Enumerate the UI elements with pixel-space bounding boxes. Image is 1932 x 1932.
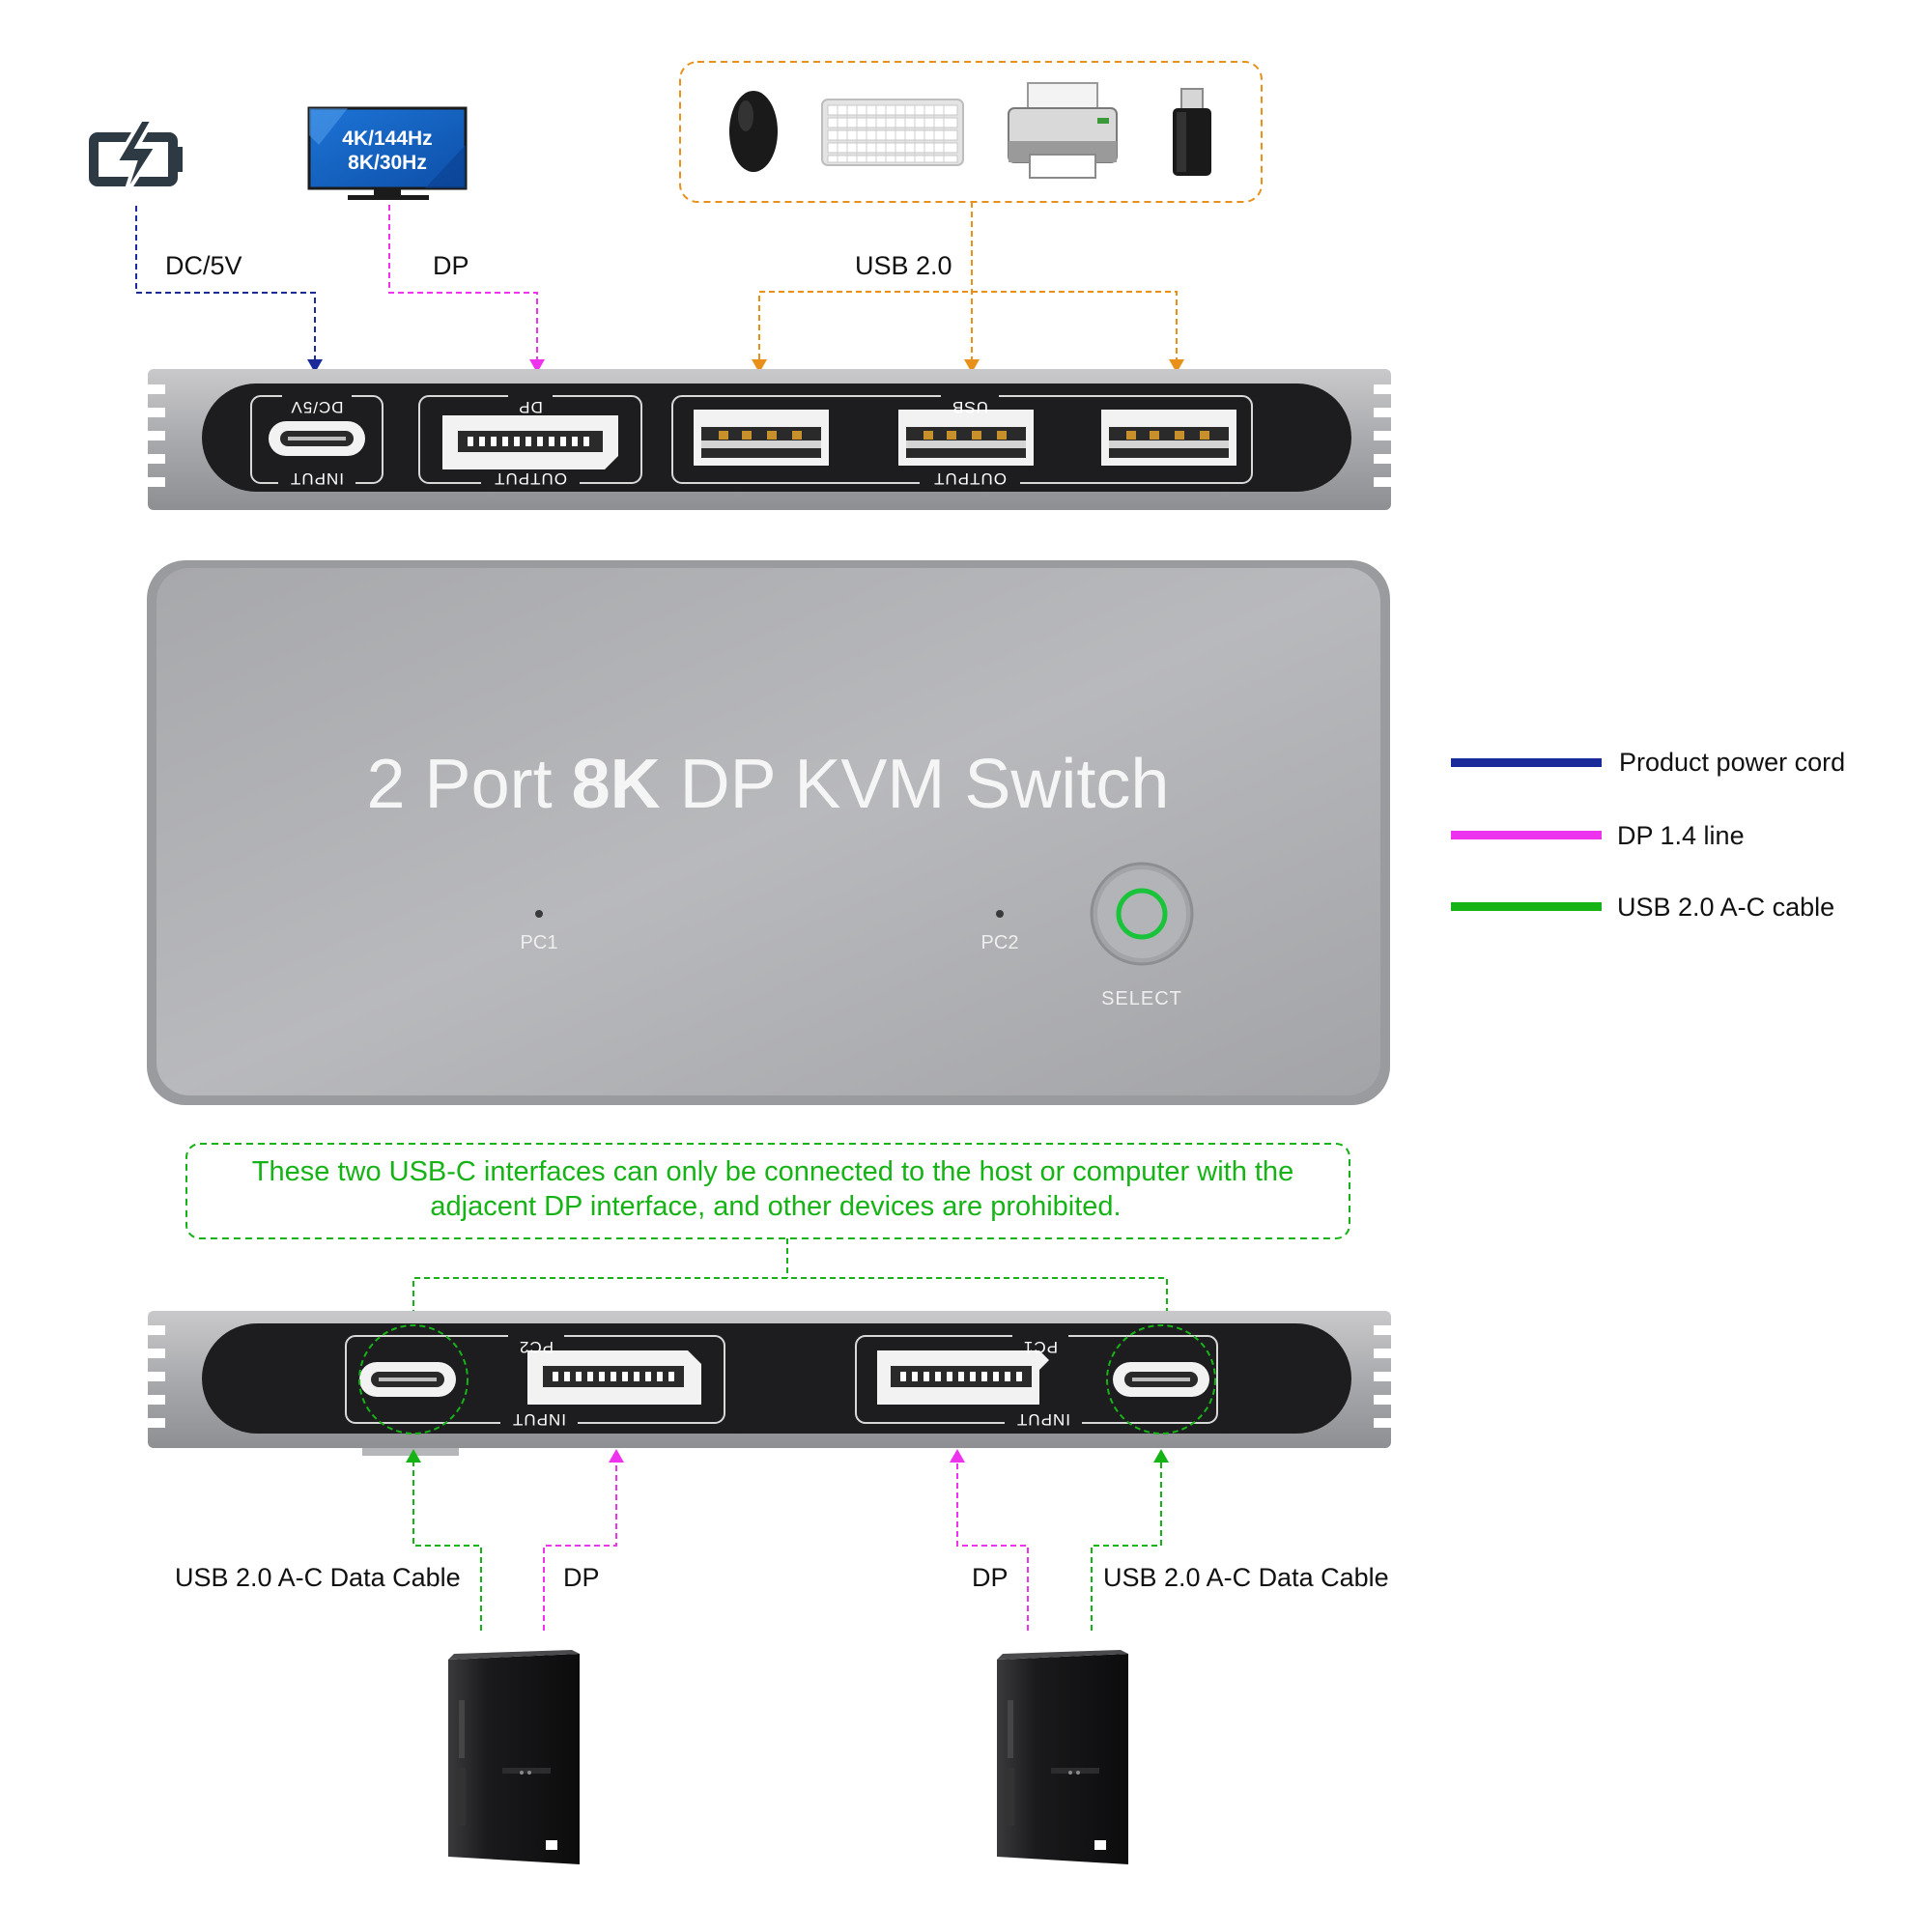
bottom-label-usb-right: USB 2.0 A-C Data Cable [1103, 1563, 1389, 1592]
desktop-tower-icon [448, 1650, 580, 1864]
bottom-input-right-bg [1005, 1414, 1082, 1430]
dp-left-line [543, 1461, 617, 1631]
legend-usb-label: USB 2.0 A-C cable [1617, 893, 1834, 922]
usb-arrow-3-icon [1169, 359, 1184, 373]
top-usb-sub-label: OUTPUT [933, 469, 1007, 488]
select-label: SELECT [1101, 988, 1182, 1009]
mouse-icon [729, 91, 778, 172]
legend-dp-label: DP 1.4 line [1617, 821, 1745, 850]
legend-power-label: Product power cord [1619, 748, 1845, 777]
usb-c-left-line [412, 1461, 482, 1631]
keyboard-icon [821, 99, 964, 166]
note-line2: adjacent DP interface, and other devices… [430, 1191, 1121, 1222]
bottom-label-dp-left: DP [563, 1563, 600, 1592]
bottom-pc1-label: PC1 [1023, 1338, 1058, 1356]
usbc-right-highlight [1106, 1324, 1216, 1435]
usbc-right-arrow-icon [1153, 1449, 1169, 1463]
pc2-led-icon [996, 910, 1004, 918]
usbc-left-highlight [358, 1324, 469, 1435]
select-ring-icon [1116, 888, 1168, 940]
bottom-label-usb-left: USB 2.0 A-C Data Cable [175, 1563, 461, 1592]
top-dc-label-bg [282, 388, 352, 404]
usb-peripheral-lines [758, 202, 1178, 359]
top-dc-sub-bg [278, 473, 355, 489]
power-arrow-icon [307, 359, 323, 373]
top-label-usb: USB 2.0 [855, 251, 952, 280]
pc1-led-label: PC1 [521, 932, 558, 953]
bottom-input-right-label: INPUT [1016, 1410, 1070, 1429]
dp-output-arrow-icon [529, 359, 545, 373]
note-box [185, 1143, 1350, 1239]
bottom-input-left-bg [500, 1414, 578, 1430]
dp-right-line [956, 1461, 1029, 1631]
legend-dp-swatch [1451, 831, 1602, 839]
top-dp-sub-bg [481, 473, 580, 489]
bottom-pc2-label-bg [508, 1328, 564, 1344]
top-usb-label: USB [952, 398, 988, 416]
select-button[interactable] [1090, 862, 1194, 966]
top-dp-label-bg [508, 388, 553, 404]
dp-right-arrow-icon [950, 1449, 965, 1463]
title-bold: 8K [572, 746, 661, 823]
top-dc-sub-label: INPUT [290, 469, 344, 488]
title-post: DP KVM Switch [661, 746, 1170, 823]
power-cord-line [135, 206, 316, 359]
note-connector-lines [412, 1238, 1168, 1325]
desktop-tower-icon [997, 1650, 1128, 1864]
bottom-pc1-label-bg [1012, 1328, 1068, 1344]
top-label-dp: DP [433, 251, 469, 280]
top-dc-label: DC/5V [290, 398, 343, 416]
printer-icon [1008, 82, 1118, 179]
top-usb-sub-bg [920, 473, 1020, 489]
monitor-spec-line1: 4K/144Hz [342, 128, 432, 150]
title-pre: 2 Port [367, 746, 572, 823]
usb-arrow-2-icon [964, 359, 980, 373]
top-usb-label-bg [941, 388, 999, 404]
legend: Product power cord DP 1.4 line USB 2.0 A… [1451, 748, 1845, 922]
bottom-pc2-label: PC2 [519, 1338, 554, 1356]
top-panel: DC/5V INPUT DP OUTPUT [148, 369, 1391, 510]
front-face [147, 560, 1390, 1105]
bottom-input-left-label: INPUT [512, 1410, 566, 1429]
pc1-led-icon [535, 910, 543, 918]
legend-power-swatch [1451, 758, 1602, 767]
legend-usb-swatch [1451, 902, 1602, 911]
note-line1: These two USB-C interfaces can only be c… [252, 1156, 1293, 1187]
bottom-panel: PC2 INPUT PC1 INPUT [148, 1311, 1391, 1456]
product-title: 2 Port 8K DP KVM Switch [367, 746, 1170, 823]
top-dp-sub-label: OUTPUT [494, 469, 567, 488]
pc2-led-label: PC2 [981, 932, 1019, 953]
usb-drive-icon [1173, 88, 1211, 176]
usb-c-right-line [1091, 1461, 1162, 1631]
bottom-label-dp-right: DP [972, 1563, 1009, 1592]
top-label-dc: DC/5V [165, 251, 242, 280]
battery-charging-icon [89, 118, 183, 200]
monitor-spec-line2: 8K/30Hz [348, 152, 427, 174]
dp-left-arrow-icon [609, 1449, 624, 1463]
usbc-left-arrow-icon [406, 1449, 421, 1463]
top-dp-label: DP [518, 398, 543, 416]
usb-arrow-1-icon [752, 359, 767, 373]
dp-output-line [388, 205, 538, 359]
monitor-icon: 4K/144Hz 8K/30Hz [307, 106, 468, 200]
